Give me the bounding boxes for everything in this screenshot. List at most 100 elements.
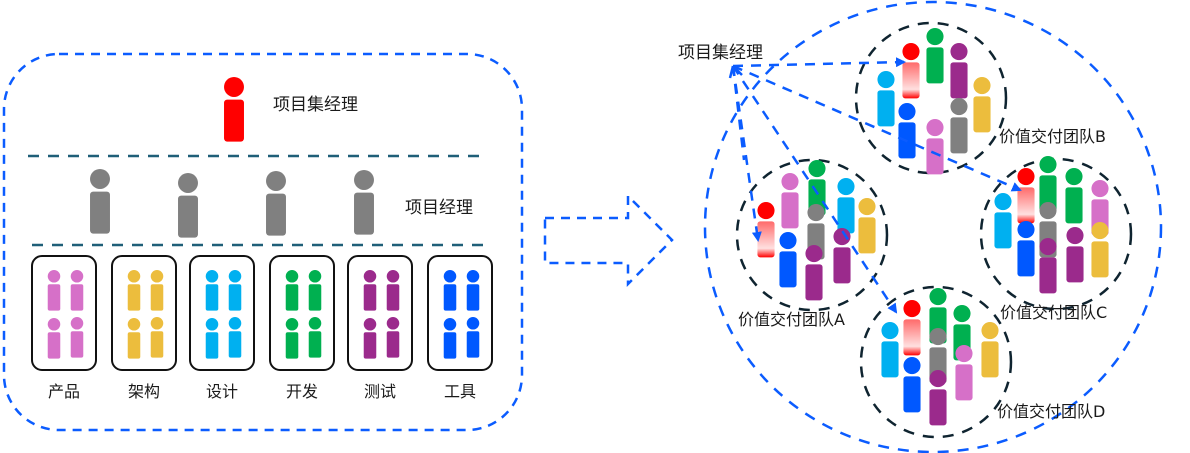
team-member-icon — [1091, 222, 1109, 278]
team-member-icon — [1066, 227, 1084, 283]
team-member-icon — [127, 270, 141, 311]
team-member-icon — [833, 228, 851, 284]
project-manager-person-icon — [266, 171, 286, 236]
value-delivery-team-d — [859, 285, 1013, 439]
team-member-icon — [363, 318, 377, 359]
team-member-icon — [308, 317, 322, 358]
team-member-icon — [898, 103, 916, 159]
team-member-icon — [877, 71, 895, 127]
team-member-icon — [285, 318, 299, 359]
team-member-icon — [858, 198, 876, 254]
team-boundary-circle — [735, 158, 889, 312]
project-manager-person-icon — [178, 173, 198, 238]
project-manager-person-icon — [90, 169, 110, 234]
team-member-icon — [929, 370, 947, 426]
team-member-icon — [973, 77, 991, 133]
team-member-icon — [285, 270, 299, 311]
functional-group-box — [31, 255, 97, 371]
project-manager-label: 项目经理 — [405, 198, 473, 218]
team-member-icon — [950, 98, 968, 154]
project-manager-person-icon — [354, 170, 374, 235]
team-member-icon — [981, 322, 999, 378]
team-lead-person-icon — [1017, 168, 1035, 224]
team-member-icon — [228, 317, 242, 358]
team-label-d: 价值交付团队D — [997, 402, 1105, 421]
program-manager-figure — [224, 77, 244, 142]
functional-group-box — [269, 255, 335, 371]
team-member-icon — [70, 317, 84, 358]
right-program-manager-label: 项目集经理 — [678, 43, 763, 63]
team-member-icon — [950, 43, 968, 99]
traditional-org-boundary — [2, 52, 524, 432]
team-member-icon — [228, 270, 242, 311]
functional-group-2: 架构 — [111, 255, 177, 401]
team-member-icon — [881, 322, 899, 378]
team-lead-person-icon — [903, 300, 921, 356]
team-member-icon — [386, 317, 400, 358]
team-boundary-circle — [854, 21, 1008, 175]
value-delivery-team-a — [735, 158, 889, 312]
team-member-icon — [1065, 168, 1083, 224]
team-member-icon — [386, 270, 400, 311]
team-member-icon — [903, 357, 921, 413]
program-manager-label: 项目集经理 — [273, 95, 358, 115]
link-to-team-c — [732, 64, 1022, 192]
functional-group-label: 产品 — [48, 382, 80, 401]
functional-group-5: 测试 — [347, 255, 413, 401]
team-label-c: 价值交付团队C — [1000, 303, 1107, 322]
link-to-team-d — [731, 65, 898, 314]
functional-group-label: 开发 — [286, 382, 318, 401]
team-member-icon — [205, 270, 219, 311]
functional-group-3: 设计 — [189, 255, 255, 401]
team-member-icon — [1039, 238, 1057, 294]
link-return-path — [731, 65, 746, 161]
functional-group-box — [111, 255, 177, 371]
program-boundary-circle — [703, 0, 1163, 453]
link-to-team-a — [731, 65, 762, 242]
team-member-icon — [363, 270, 377, 311]
team-member-icon — [926, 119, 944, 175]
functional-group-label: 测试 — [364, 382, 396, 401]
team-member-icon — [837, 178, 855, 234]
team-member-icon — [466, 317, 480, 358]
functional-group-1: 产品 — [31, 255, 97, 401]
value-delivery-team-c — [979, 156, 1133, 311]
team-member-icon — [1017, 221, 1035, 277]
team-boundary-circle — [859, 285, 1013, 439]
traditional-org-panel: 项目集经理 项目经理 产品 架构 设计 开发 测试 工具 — [2, 52, 524, 432]
team-member-icon — [955, 345, 973, 401]
program-manager-links — [728, 57, 1022, 314]
team-member-icon — [150, 270, 164, 311]
team-member-icon — [47, 270, 61, 311]
team-member-icon — [466, 270, 480, 311]
functional-group-label: 架构 — [128, 382, 160, 401]
team-member-icon — [205, 318, 219, 359]
team-member-icon — [994, 193, 1012, 249]
team-member-icon — [926, 28, 944, 84]
value-delivery-team-b — [854, 21, 1008, 175]
team-member-icon — [47, 318, 61, 359]
functional-group-6: 工具 — [427, 255, 493, 401]
functional-group-label: 工具 — [444, 382, 476, 401]
team-member-icon — [308, 270, 322, 311]
team-member-icon — [127, 318, 141, 359]
functional-group-box — [347, 255, 413, 371]
team-lead-person-icon — [902, 43, 920, 99]
project-managers — [90, 169, 374, 238]
functional-group-box — [189, 255, 255, 371]
team-member-icon — [70, 270, 84, 311]
team-label-b: 价值交付团队B — [999, 127, 1106, 146]
functional-groups: 产品 架构 设计 开发 测试 工具 — [31, 255, 493, 401]
team-member-icon — [1039, 156, 1057, 212]
program-manager-person-icon — [224, 77, 244, 142]
functional-group-4: 开发 — [269, 255, 335, 401]
functional-group-box — [427, 255, 493, 371]
team-member-icon — [150, 317, 164, 358]
functional-group-label: 设计 — [206, 382, 238, 401]
dashed-right-arrow-icon — [543, 192, 674, 288]
team-member-icon — [443, 270, 457, 311]
team-member-icon — [779, 232, 797, 288]
team-member-icon — [805, 245, 823, 301]
team-member-icon — [443, 318, 457, 359]
